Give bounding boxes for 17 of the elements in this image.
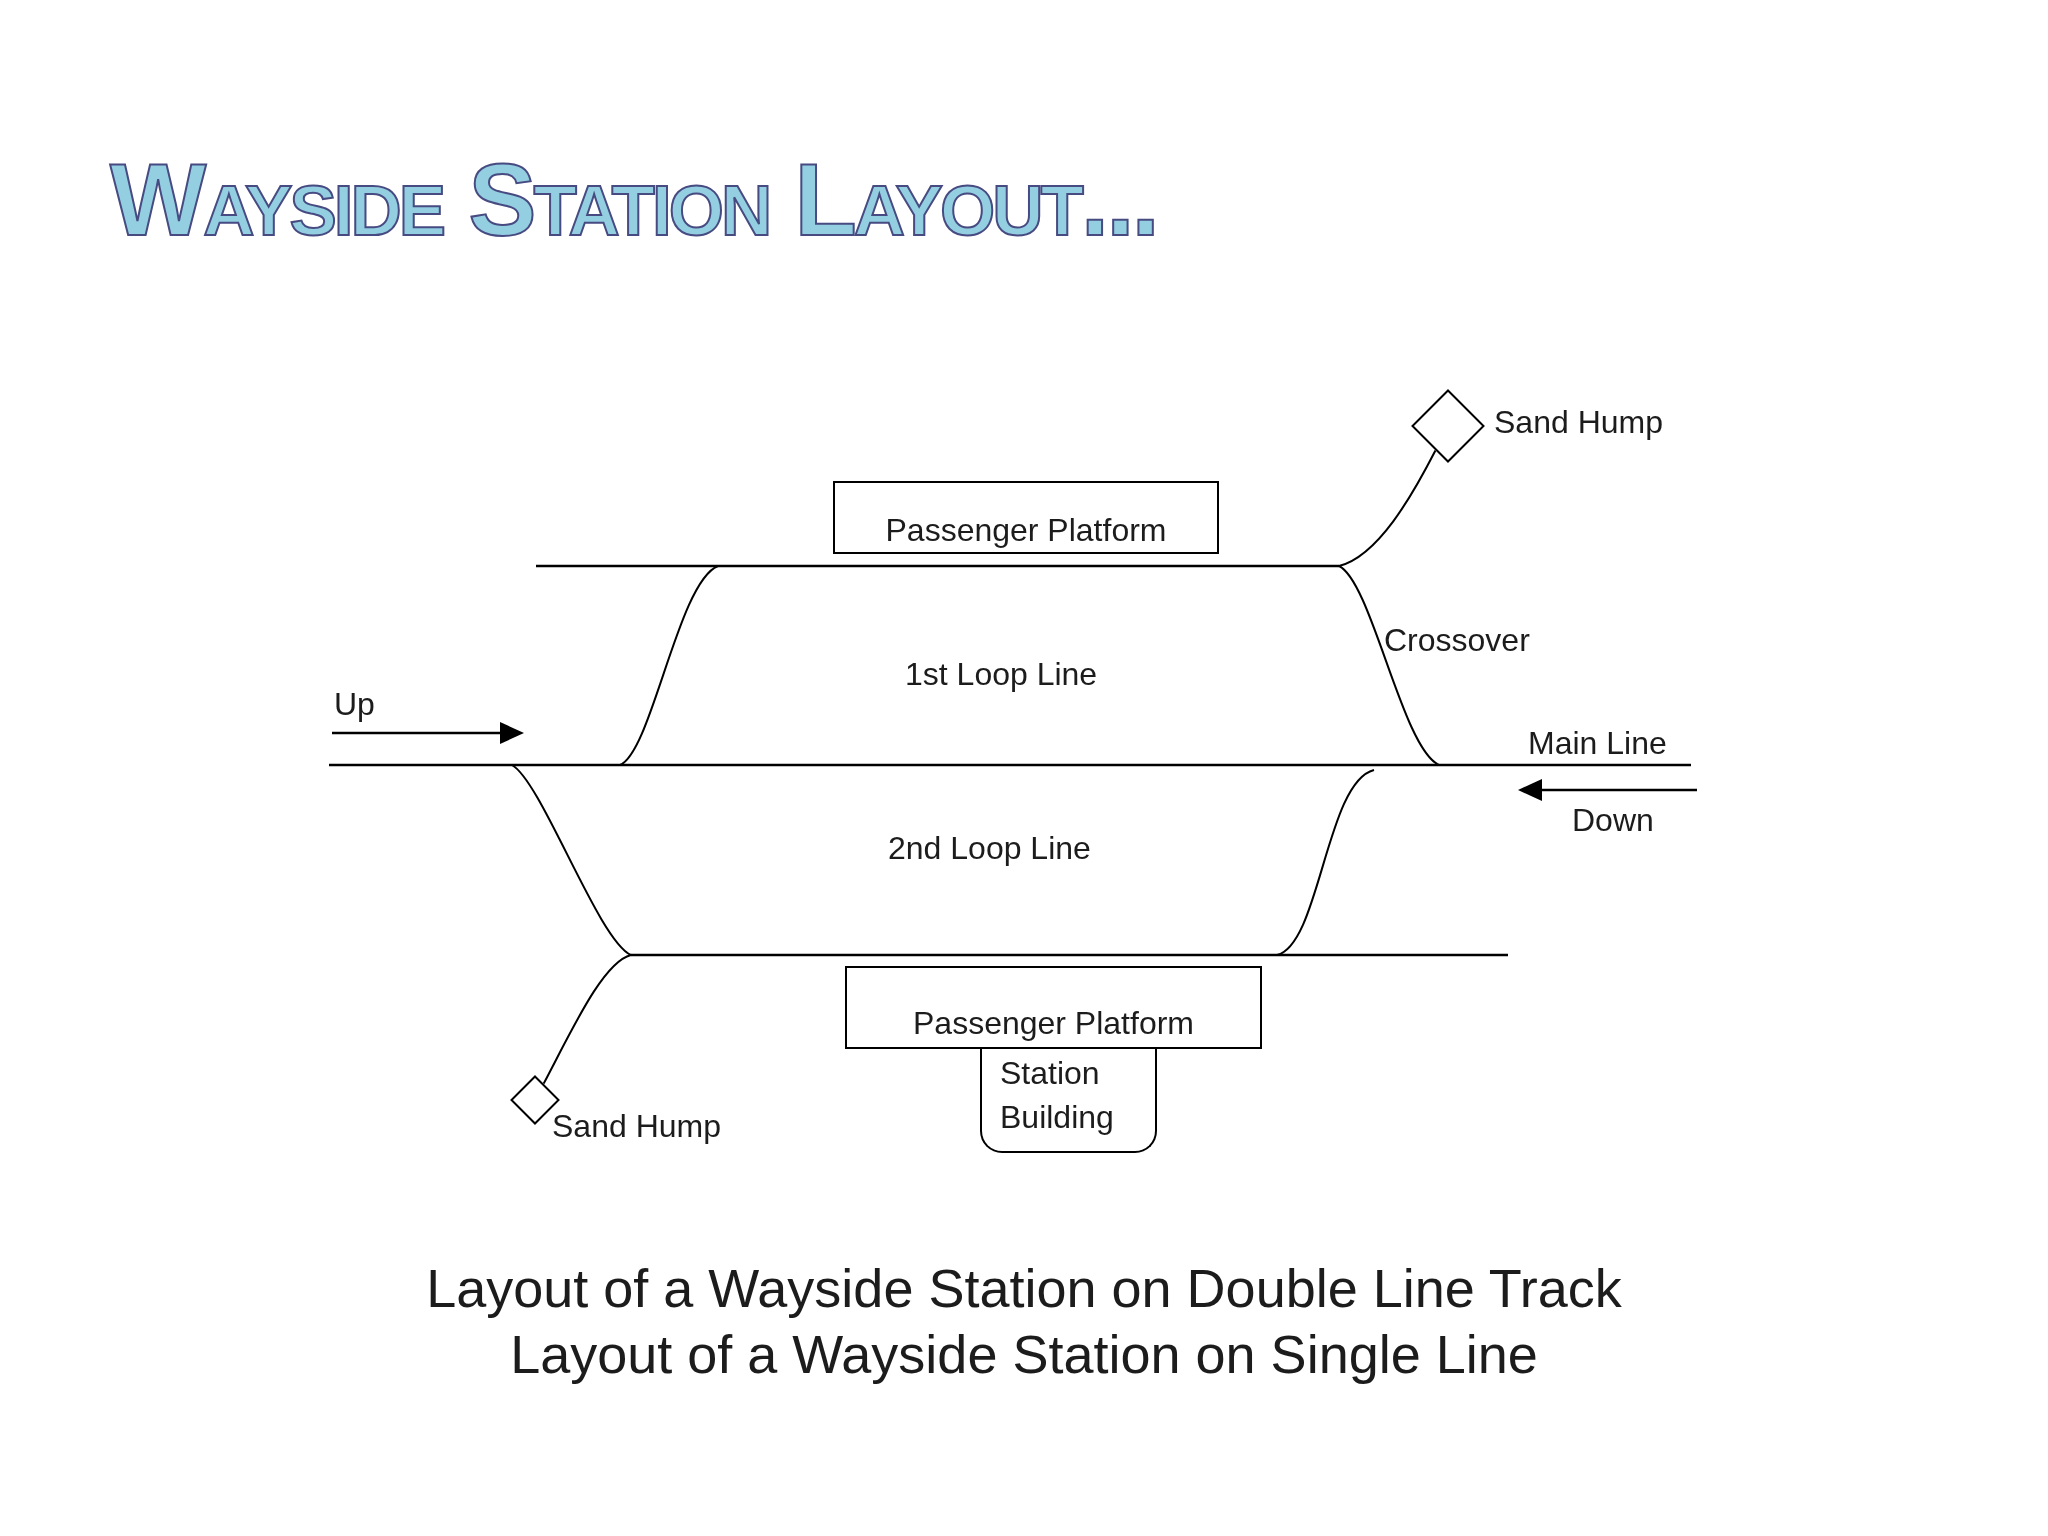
track-label: 1st Loop Line: [905, 655, 1098, 693]
track-label: 2nd Loop Line: [888, 829, 1091, 867]
sand-hump-label: Sand Hump: [1494, 403, 1663, 441]
direction-label: Up: [334, 685, 375, 723]
spur-track-line: [1338, 449, 1437, 567]
direction-label: Down: [1572, 801, 1654, 839]
platform-box: Passenger Platform: [845, 966, 1262, 1049]
caption: Layout of a Wayside Station on Single Line: [510, 1323, 1538, 1386]
sand-hump-diamond: [1411, 389, 1485, 463]
station-building-box: Station Building: [980, 1049, 1157, 1153]
platform-box: Passenger Platform: [833, 481, 1219, 554]
caption: Layout of a Wayside Station on Double Line Track: [426, 1257, 1622, 1320]
sand-hump-label: Sand Hump: [552, 1107, 721, 1145]
track-label: Main Line: [1528, 724, 1667, 762]
spur-track-line: [542, 954, 632, 1085]
crossover-label: Crossover: [1384, 621, 1530, 659]
slide-title: Wayside Station Layout...: [110, 150, 1157, 250]
